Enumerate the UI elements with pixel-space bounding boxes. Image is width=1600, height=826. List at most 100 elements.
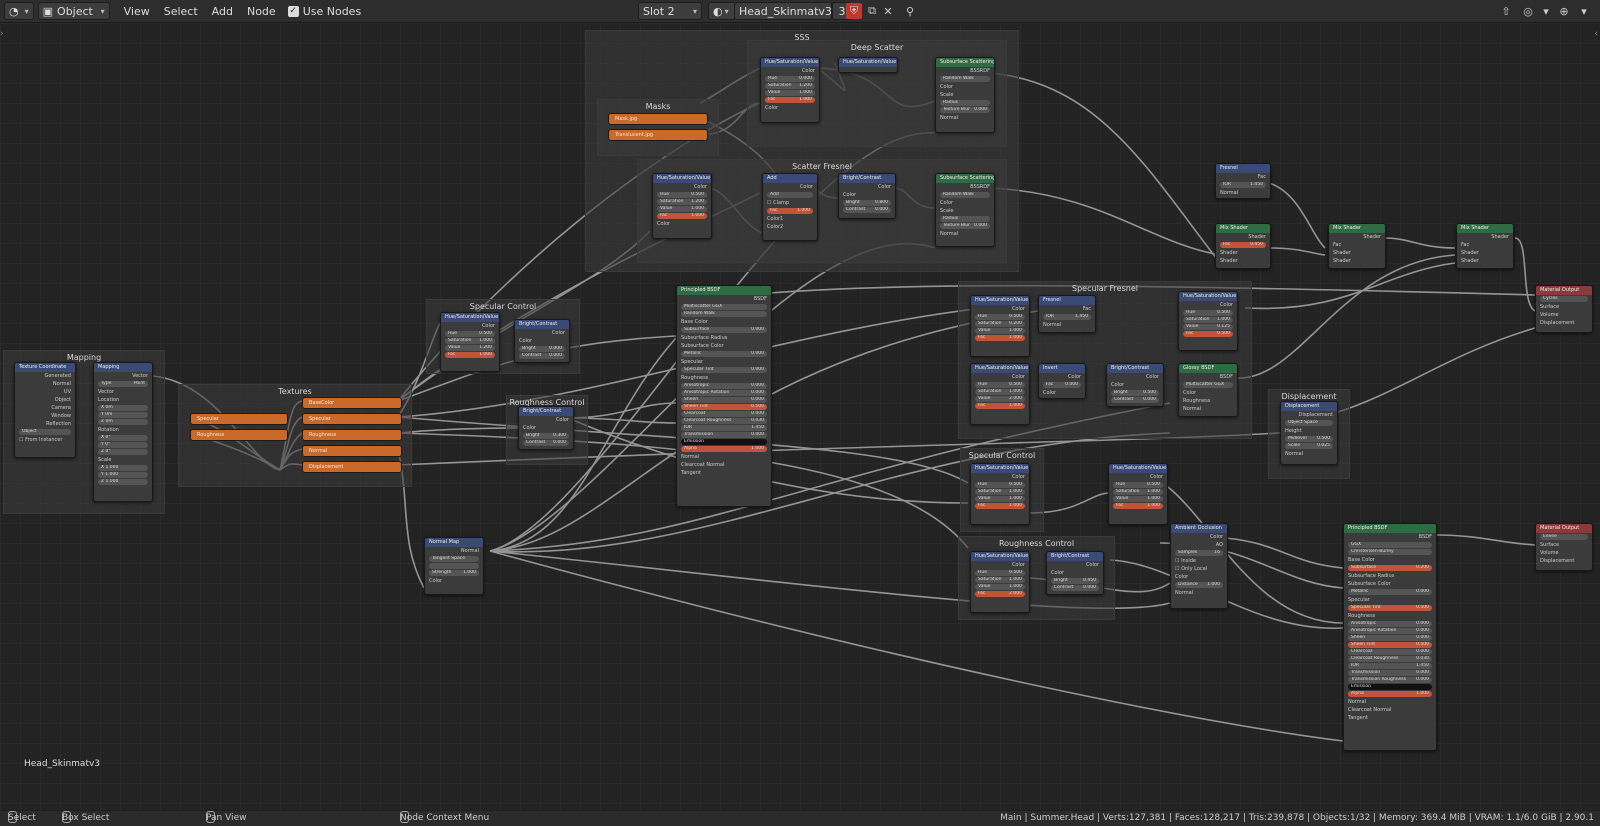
menu-add[interactable]: Add	[211, 4, 233, 18]
rotation-x[interactable]: X 0°	[98, 435, 148, 441]
use-nodes-checkbox[interactable]: ✓Use Nodes	[287, 5, 361, 18]
specular2-texture-node[interactable]: Specular	[302, 413, 402, 425]
sidebar-toggle-right-icon[interactable]: ‹	[1594, 29, 1598, 39]
pin-icon[interactable]: ⚲	[905, 4, 915, 18]
slot-dropdown[interactable]: Slot 2▾	[638, 2, 702, 20]
editor-type-button[interactable]: ◔▾	[4, 2, 34, 20]
object-mode-dropdown[interactable]: ▣Object▾	[37, 2, 110, 20]
from-instancer-checkbox[interactable]: ☐ From Instancer	[19, 437, 63, 443]
normal-texture-node[interactable]: Normal	[302, 445, 402, 457]
distribution-dropdown[interactable]: Multiscatter GGX	[681, 304, 767, 310]
target-dropdown[interactable]: Eevee	[1540, 534, 1588, 540]
displacement-texture-node[interactable]: Displacement	[302, 461, 402, 473]
principled-bsdf-node-cycles[interactable]: Principled BSDF BSDF Multiscatter GGX Ra…	[676, 285, 772, 507]
location-z[interactable]: Z 0m	[98, 419, 148, 425]
material-output-node-eevee[interactable]: Material Output Eevee Surface Volume Dis…	[1535, 523, 1593, 571]
unlink-close-icon[interactable]: ✕	[883, 4, 893, 18]
sss-node-deep[interactable]: Subsurface Scattering BSSRDF Random Walk…	[935, 57, 995, 133]
snap-dropdown-icon[interactable]: ▾	[1581, 4, 1587, 18]
uv-map-field[interactable]	[429, 563, 479, 569]
location-x[interactable]: X 0m	[98, 405, 148, 411]
parent-node-tree-icon[interactable]: ⇧	[1501, 4, 1511, 18]
sss-node-scatter[interactable]: Subsurface Scattering BSSRDF Random Walk…	[935, 173, 995, 247]
distribution-dropdown[interactable]: Multiscatter GGX	[1183, 382, 1233, 388]
normal-map-node[interactable]: Normal Map Normal Tangent Space Strength…	[424, 537, 484, 595]
snap-icon[interactable]: ⊕	[1559, 4, 1569, 18]
subsurface-method-dropdown[interactable]: Christensen-Burley	[1348, 549, 1432, 555]
only-local-checkbox[interactable]: ☐ Only Local	[1175, 566, 1208, 572]
roughness-texture-node[interactable]: Roughness	[190, 429, 288, 441]
distribution-dropdown[interactable]: GGX	[1348, 542, 1432, 548]
roughness2-texture-node[interactable]: Roughness	[302, 429, 402, 441]
blend-mode-dropdown[interactable]: Add	[767, 192, 813, 198]
scale-z[interactable]: Z 1.000	[98, 479, 148, 485]
basecolor-texture-node[interactable]: BaseColor	[302, 397, 402, 409]
glossy-bsdf-node[interactable]: Glossy BSDF BSDF Multiscatter GGX Color …	[1178, 363, 1238, 417]
